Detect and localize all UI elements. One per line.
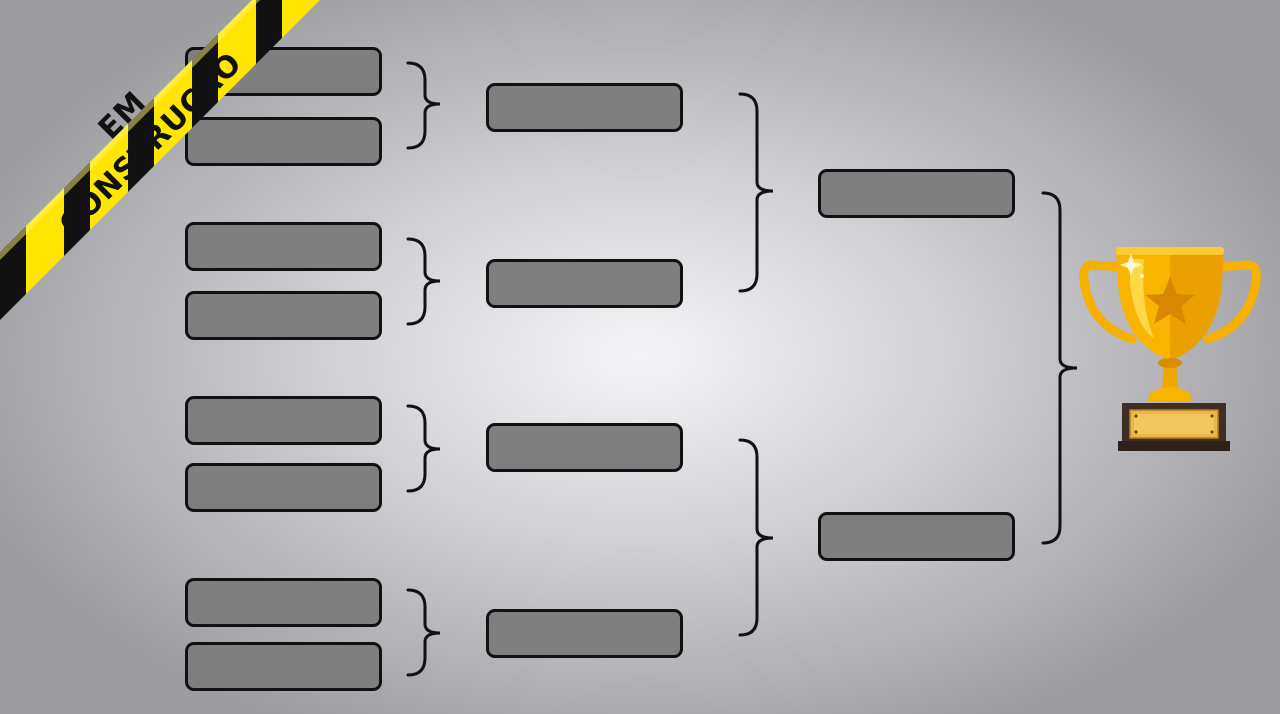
- brace-r1-b: [406, 237, 441, 326]
- round2-slot-4[interactable]: [486, 609, 683, 658]
- brace-r2-b: [738, 438, 774, 637]
- round1-slot-3[interactable]: [185, 222, 382, 271]
- brace-r1-d: [406, 588, 441, 677]
- construction-tape: [0, 0, 320, 320]
- round1-slot-7[interactable]: [185, 578, 382, 627]
- round1-slot-4[interactable]: [185, 291, 382, 340]
- round2-slot-3[interactable]: [486, 423, 683, 472]
- round3-slot-2[interactable]: [818, 512, 1015, 561]
- round3-slot-1[interactable]: [818, 169, 1015, 218]
- brace-r1-a: [406, 61, 441, 150]
- round2-slot-2[interactable]: [486, 259, 683, 308]
- brace-final: [1041, 191, 1078, 545]
- brace-r2-a: [738, 92, 774, 293]
- trophy-icon: [1079, 247, 1261, 451]
- round1-slot-2[interactable]: [185, 117, 382, 166]
- round2-slot-1[interactable]: [486, 83, 683, 132]
- round1-slot-6[interactable]: [185, 463, 382, 512]
- round1-slot-5[interactable]: [185, 396, 382, 445]
- brace-r1-c: [406, 404, 441, 493]
- round1-slot-8[interactable]: [185, 642, 382, 691]
